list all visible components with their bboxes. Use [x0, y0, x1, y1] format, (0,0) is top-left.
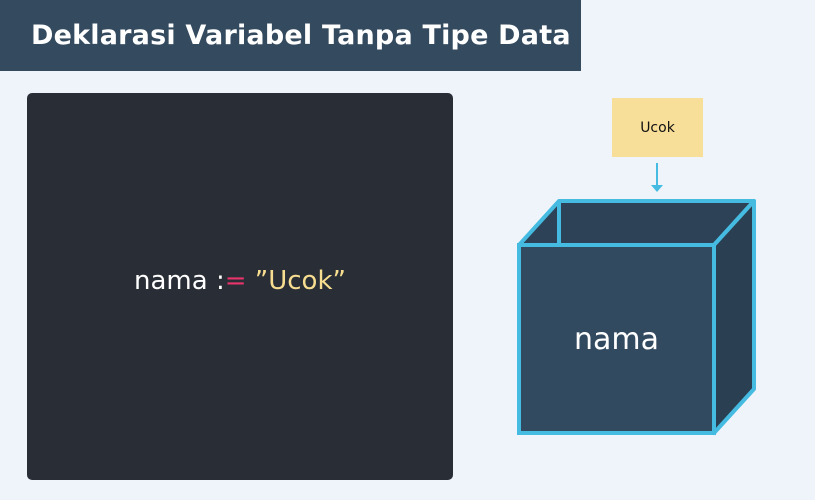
box-front-face	[517, 243, 716, 435]
box-label: nama	[573, 321, 659, 357]
code-identifier: nama	[134, 265, 216, 296]
title-banner: Deklarasi Variabel Tanpa Tipe Data	[0, 0, 581, 71]
code-string-literal: ”Ucok”	[246, 265, 346, 296]
value-tag: Ucok	[612, 98, 703, 157]
box-side-face	[712, 199, 756, 435]
code-panel: nama := ”Ucok”	[27, 93, 453, 480]
arrow-head	[651, 185, 663, 192]
code-operator-colon: :	[215, 265, 225, 296]
code-line: nama := ”Ucok”	[134, 266, 346, 296]
page-title: Deklarasi Variabel Tanpa Tipe Data	[31, 20, 571, 51]
code-operator-equals: =	[224, 265, 247, 296]
value-tag-label: Ucok	[640, 119, 675, 136]
